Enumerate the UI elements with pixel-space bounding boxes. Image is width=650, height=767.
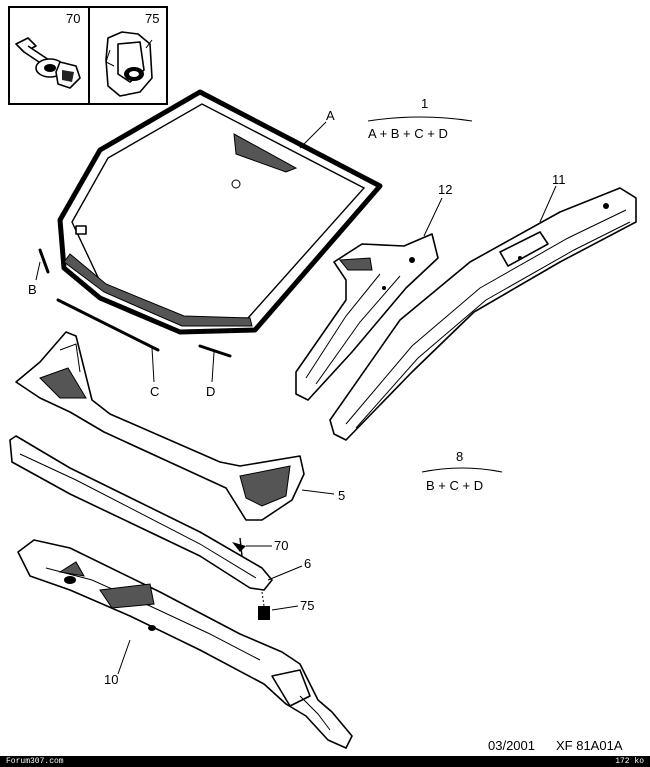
legend-ref-75: 75 [145, 11, 159, 26]
scuttle-panel-part-5 [15, 331, 305, 521]
label-11: 11 [552, 172, 566, 187]
drawing-date: 03/2001 [488, 738, 535, 753]
fastener-75-marker [258, 591, 270, 620]
bolt-with-washer-icon [15, 37, 81, 89]
legend-ref-70: 70 [66, 11, 80, 26]
lower-panel-part-6 [9, 435, 273, 591]
formula-8: 8 B + C + D [421, 449, 503, 493]
file-size: 172 ko [615, 757, 644, 766]
label-5: 5 [338, 488, 345, 503]
label-b: B [28, 282, 37, 297]
label-10: 10 [104, 672, 118, 687]
label-75: 75 [300, 598, 314, 613]
formula-1-expression: A + B + C + D [368, 126, 448, 141]
formula-8-expression: B + C + D [426, 478, 483, 493]
site-name: Forum307.com [6, 757, 64, 766]
label-c: C [150, 384, 159, 399]
label-d: D [206, 384, 215, 399]
strip-part-b [38, 248, 50, 274]
strip-part-d [198, 344, 232, 358]
fastener-legend-box: 70 75 [8, 6, 168, 105]
fastener-70-marker [232, 537, 246, 557]
roof-rail-part-11 [329, 187, 637, 441]
strip-part-c [56, 298, 160, 352]
label-6: 6 [304, 556, 311, 571]
label-a: A [326, 108, 335, 123]
pillar-part-12 [295, 233, 439, 401]
label-12: 12 [438, 182, 452, 197]
footer-bar: Forum307.com 172 ko [0, 756, 650, 767]
drawing-reference: XF 81A01A [556, 738, 623, 753]
windscreen-part-a [57, 89, 383, 335]
clip-fastener-icon [105, 31, 153, 97]
formula-8-number: 8 [456, 449, 463, 464]
crossmember-part-10 [17, 539, 353, 749]
label-70: 70 [274, 538, 288, 553]
formula-1: 1 A + B + C + D [367, 96, 473, 141]
formula-1-number: 1 [421, 96, 428, 111]
